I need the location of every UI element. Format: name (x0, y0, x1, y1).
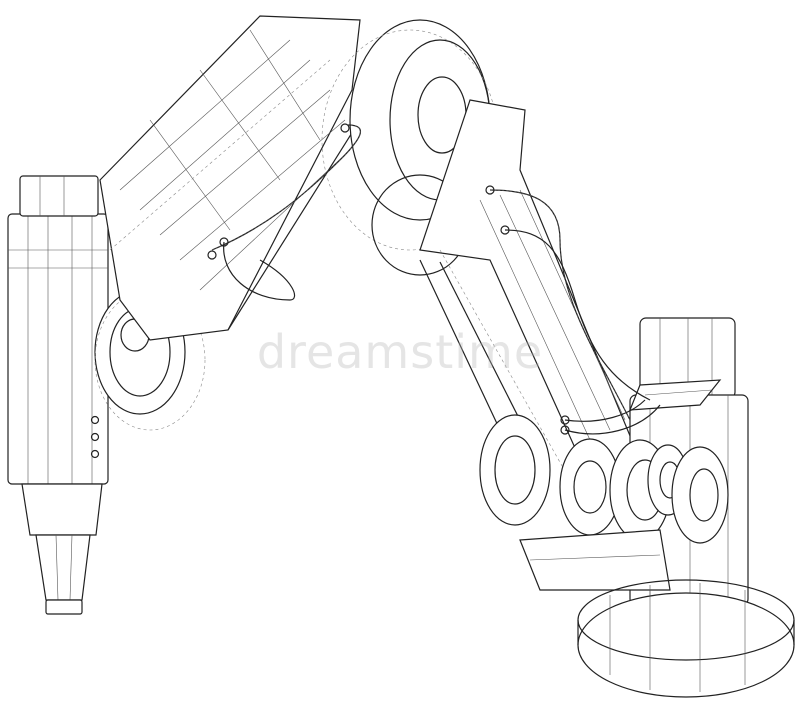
lower-pivot (479, 414, 671, 591)
upper-arm (419, 99, 641, 481)
gear-discs (559, 438, 729, 544)
cables (207, 123, 661, 435)
tool-head (7, 175, 109, 615)
base-plate (577, 579, 795, 698)
forearm (99, 15, 361, 341)
